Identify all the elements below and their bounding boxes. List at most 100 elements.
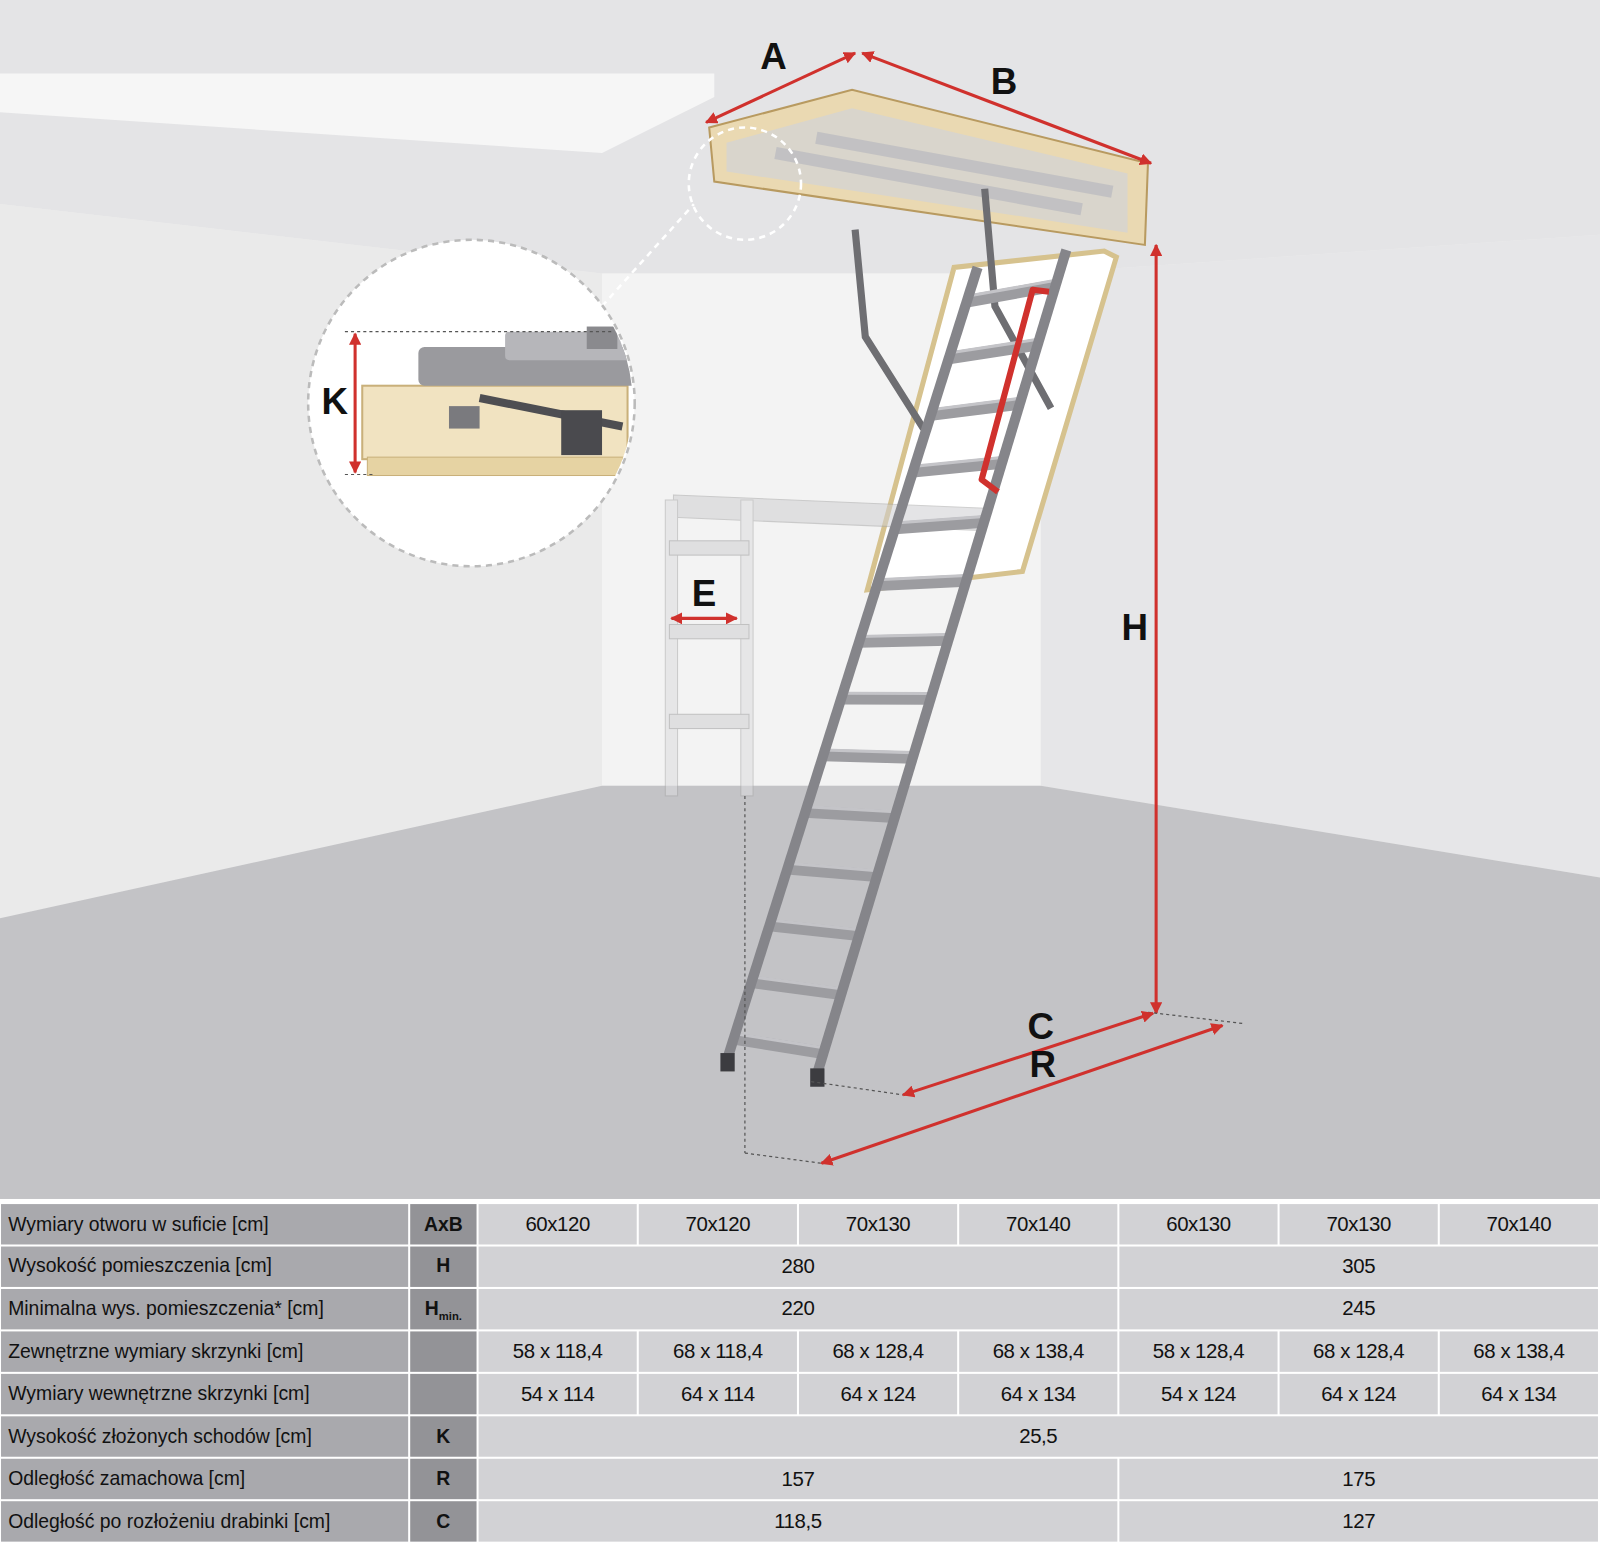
art-rect (1440, 1204, 1598, 1244)
table-cell-text: Odległość zamachowa [cm] (8, 1468, 245, 1490)
art-line (931, 398, 1020, 409)
table-cell: 70x130 (1280, 1204, 1438, 1244)
art-rect (1440, 1374, 1598, 1414)
table-cell: 220 (479, 1289, 1118, 1329)
art-line (745, 1153, 822, 1163)
art-rect (799, 1204, 957, 1244)
table-cell: 64 x 124 (799, 1374, 957, 1414)
table-cell: AxB (410, 1204, 476, 1244)
art-rect (410, 1331, 476, 1371)
art-line (816, 138, 1112, 192)
art-rect (0, 0, 1600, 1199)
table-cell: Hmin. (410, 1289, 476, 1329)
dimension-letter: B (991, 63, 1018, 100)
art-line (805, 807, 894, 812)
art-line (770, 925, 860, 935)
art-rect (587, 327, 618, 349)
art-line (895, 516, 984, 523)
table-cell: 118,5 (479, 1501, 1118, 1541)
table-cell-text: Wysokość pomieszczenia [cm] (8, 1256, 272, 1278)
art-rect (1119, 1459, 1598, 1499)
art-line (949, 339, 1038, 353)
dimension-letter: H (1121, 609, 1148, 646)
art-rect (720, 1053, 734, 1071)
art-line (752, 977, 842, 989)
art-line (859, 635, 948, 637)
table-cell-text: 64 x 124 (841, 1382, 916, 1405)
art-rect (639, 1374, 797, 1414)
table-cell-text: 64 x 134 (1001, 1382, 1076, 1405)
art-rect (1, 1374, 408, 1414)
subscript-text: min. (439, 1310, 462, 1322)
art-polygon (0, 73, 714, 153)
art-line (821, 1026, 1222, 1164)
table-cell: 68 x 138,4 (1440, 1331, 1598, 1371)
table-cell: 157 (479, 1459, 1118, 1499)
art-rect (410, 1416, 476, 1456)
table-cell-text: 280 (782, 1255, 815, 1278)
table-cell: 64 x 124 (1280, 1374, 1438, 1414)
art-rect (799, 1374, 957, 1414)
table-cell: 68 x 128,4 (1280, 1331, 1438, 1371)
art-line (877, 576, 966, 580)
table-cell-text: 70x140 (1487, 1213, 1552, 1236)
art-polyline (982, 290, 1049, 492)
art-rect (1119, 1374, 1277, 1414)
table-cell: 175 (1119, 1459, 1598, 1499)
dimension-letter: K (321, 384, 348, 421)
table-cell: 25,5 (479, 1416, 1598, 1456)
table-cell: 64 x 134 (1440, 1374, 1598, 1414)
table-cell-text: 68 x 138,4 (993, 1340, 1084, 1363)
table-cell: C (410, 1501, 476, 1541)
art-rect (1440, 1331, 1598, 1371)
table-cell: 70x140 (959, 1204, 1117, 1244)
art-rect (1, 1459, 408, 1499)
art-polygon (709, 90, 1148, 245)
art-line (345, 331, 612, 332)
art-rect (479, 1501, 1118, 1541)
table-cell-text: 70x130 (1326, 1213, 1391, 1236)
table-cell-text: K (436, 1425, 450, 1447)
table-cell-text: 175 (1342, 1467, 1375, 1490)
table-cell-text: 220 (782, 1297, 815, 1320)
art-g (362, 327, 643, 476)
table-cell: 68 x 128,4 (799, 1331, 957, 1371)
table-cell-text: 54 x 114 (521, 1382, 595, 1405)
table-cell: Wysokość pomieszczenia [cm] (1, 1247, 408, 1287)
art-g (1, 1204, 1598, 1542)
dimension-letter: E (692, 576, 717, 613)
art-rect (1119, 1247, 1598, 1287)
table-cell-text: 64 x 124 (1321, 1382, 1396, 1405)
table-cell: Wymiary otworu w suficie [cm] (1, 1204, 408, 1244)
art-rect (669, 541, 749, 555)
art-rect (479, 1247, 1118, 1287)
table-cell-text: Wysokość złożonych schodów [cm] (8, 1425, 312, 1447)
table-cell-text: 60x120 (525, 1213, 590, 1236)
table-cell: 68 x 118,4 (639, 1331, 797, 1371)
table-cell: R (410, 1459, 476, 1499)
art-line (345, 474, 373, 475)
art-polygon (727, 108, 1128, 232)
table-cell-text: R (436, 1468, 450, 1490)
art-rect (410, 1289, 476, 1329)
art-g (345, 332, 612, 475)
table-cell-text: 60x130 (1166, 1213, 1231, 1236)
art-rect (669, 714, 749, 728)
table-cell: Zewnętrzne wymiary skrzynki [cm] (1, 1331, 408, 1371)
table-cell-text: 70x120 (686, 1213, 751, 1236)
art-rect (410, 1501, 476, 1541)
table-cell: 58 x 118,4 (479, 1331, 637, 1371)
art-rect (449, 406, 480, 428)
table-cell-text: C (436, 1510, 450, 1532)
art-rect (0, 1199, 1600, 1544)
table-cell-text: Zewnętrzne wymiary skrzynki [cm] (8, 1340, 303, 1362)
art-rect (479, 1459, 1118, 1499)
table-cell-text: 64 x 114 (681, 1382, 755, 1405)
table-cell: 305 (1119, 1247, 1598, 1287)
art-rect (639, 1331, 797, 1371)
art-rect (1, 1289, 408, 1329)
table-cell-text: 68 x 138,4 (1473, 1340, 1564, 1363)
art-polygon (867, 251, 1116, 590)
table-cell: H (410, 1247, 476, 1287)
table-cell-text: Minimalna wys. pomieszczenia* [cm] (8, 1298, 324, 1320)
